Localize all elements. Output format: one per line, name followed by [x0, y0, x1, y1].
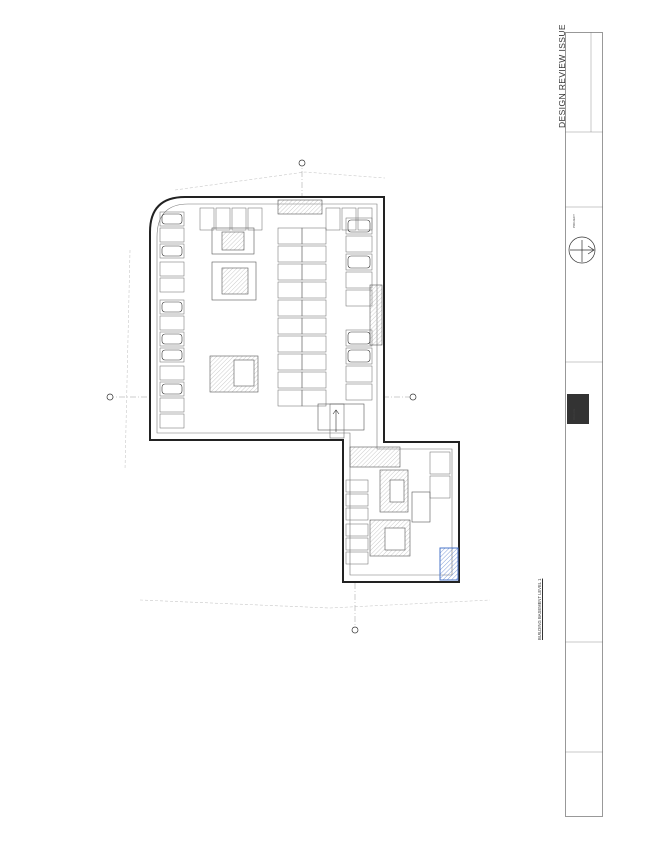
parking-stalls-north — [199, 207, 373, 231]
parking-stalls-central — [277, 227, 327, 407]
project-label: PROJECT — [572, 213, 576, 228]
parking-ramp — [329, 403, 345, 439]
issue-title: DESIGN REVIEW ISSUE — [557, 24, 567, 128]
core-areas — [209, 199, 431, 557]
grid-bubbles — [106, 159, 417, 634]
north-arrow — [568, 236, 596, 264]
car-symbols — [161, 213, 371, 395]
title-block — [565, 32, 603, 817]
parking-stalls-east — [345, 217, 373, 401]
highlighted-room — [439, 547, 459, 581]
storage-lockers — [345, 451, 451, 565]
firm-name: DIALOG — [572, 408, 576, 420]
plan-label: BUILDING BASEMENT LEVEL 1 — [537, 578, 542, 640]
building-outline — [149, 196, 460, 583]
parking-stalls-west — [159, 211, 185, 429]
site-boundary — [124, 171, 491, 609]
